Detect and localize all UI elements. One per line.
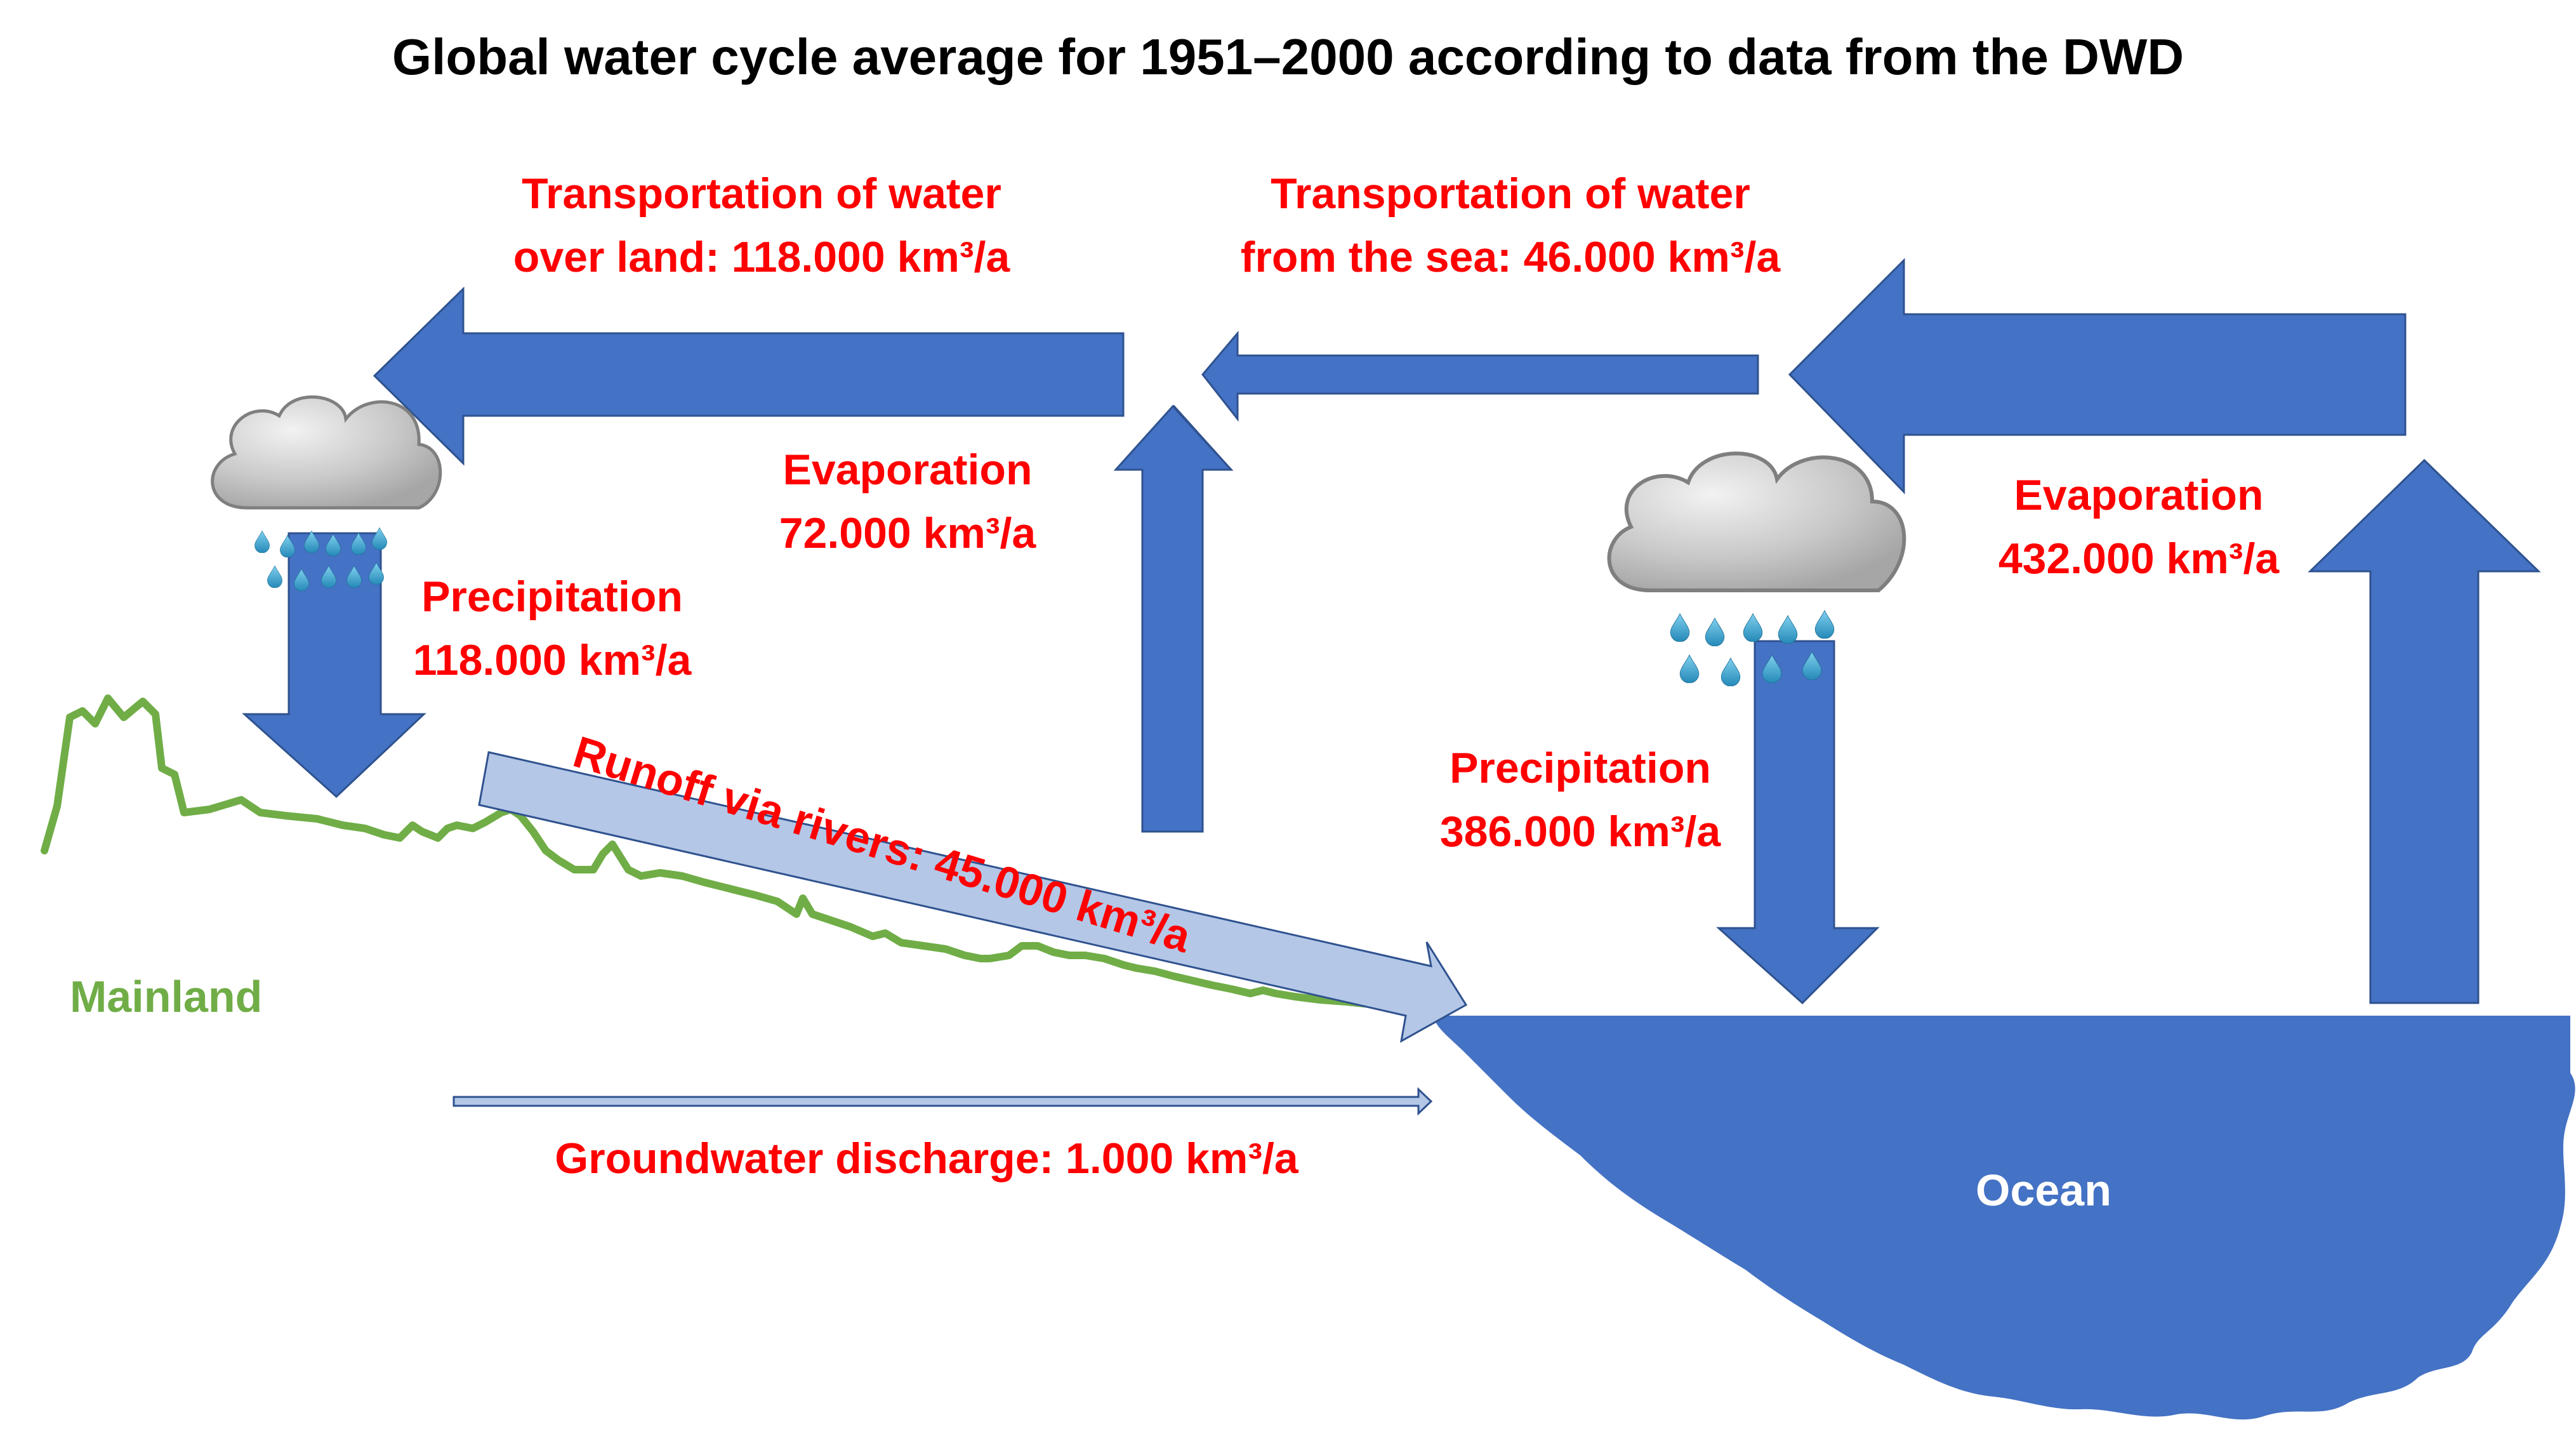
precipitation-ocean-label: Precipitation 386.000 km³/a — [1384, 736, 1777, 863]
transport-land-label-line2: over land: 118.000 km³/a — [513, 233, 1010, 281]
ocean-body — [1436, 1016, 2575, 1420]
evaporation-land-label-line1: Evaporation — [783, 446, 1033, 494]
transport-sea-arrow — [1201, 330, 1759, 422]
runoff-arrow — [478, 751, 1468, 1043]
ocean-label: Ocean — [1976, 1165, 2111, 1215]
evaporation-ocean-label-line1: Evaporation — [2014, 471, 2264, 519]
precipitation-ocean-label-line1: Precipitation — [1450, 744, 1711, 792]
precipitation-ocean-label-line2: 386.000 km³/a — [1439, 807, 1721, 856]
ocean-transport-arrow — [1788, 258, 2407, 495]
cloud-icon — [211, 395, 442, 510]
evaporation-land-label: Evaporation 72.000 km³/a — [717, 438, 1098, 565]
evaporation-ocean-label: Evaporation 432.000 km³/a — [1948, 463, 2329, 590]
mainland-terrain-line — [41, 694, 1432, 1010]
evaporation-ocean-label-line2: 432.000 km³/a — [1998, 534, 2280, 583]
evaporation-ocean-arrow — [2308, 458, 2541, 1004]
evaporation-land-arrow-body — [1113, 404, 1234, 833]
mainland-label: Mainland — [70, 972, 263, 1021]
transport-sea-label-line2: from the sea: 46.000 km³/a — [1240, 233, 1781, 281]
groundwater-label: Groundwater discharge: 1.000 km³/a — [555, 1134, 1298, 1183]
precipitation-ocean-arrow — [1716, 640, 1880, 1005]
transport-sea-label-line1: Transportation of water — [1271, 169, 1750, 218]
diagram-title: Global water cycle average for 1951–2000… — [392, 29, 2184, 85]
precipitation-land-label: Precipitation 118.000 km³/a — [362, 565, 743, 692]
precipitation-land-label-line2: 118.000 km³/a — [413, 636, 692, 684]
cloud-icon — [1607, 451, 1906, 592]
transport-sea-label: Transportation of water from the sea: 46… — [1193, 162, 1828, 289]
transport-land-label: Transportation of water over land: 118.0… — [444, 162, 1079, 289]
precipitation-land-label-line1: Precipitation — [421, 573, 683, 621]
transport-land-arrow — [373, 286, 1125, 466]
transport-land-label-line1: Transportation of water — [522, 169, 1001, 218]
evaporation-land-label-line2: 72.000 km³/a — [779, 509, 1036, 557]
precipitation-land-arrow — [242, 532, 426, 799]
groundwater-arrow — [452, 1087, 1433, 1116]
